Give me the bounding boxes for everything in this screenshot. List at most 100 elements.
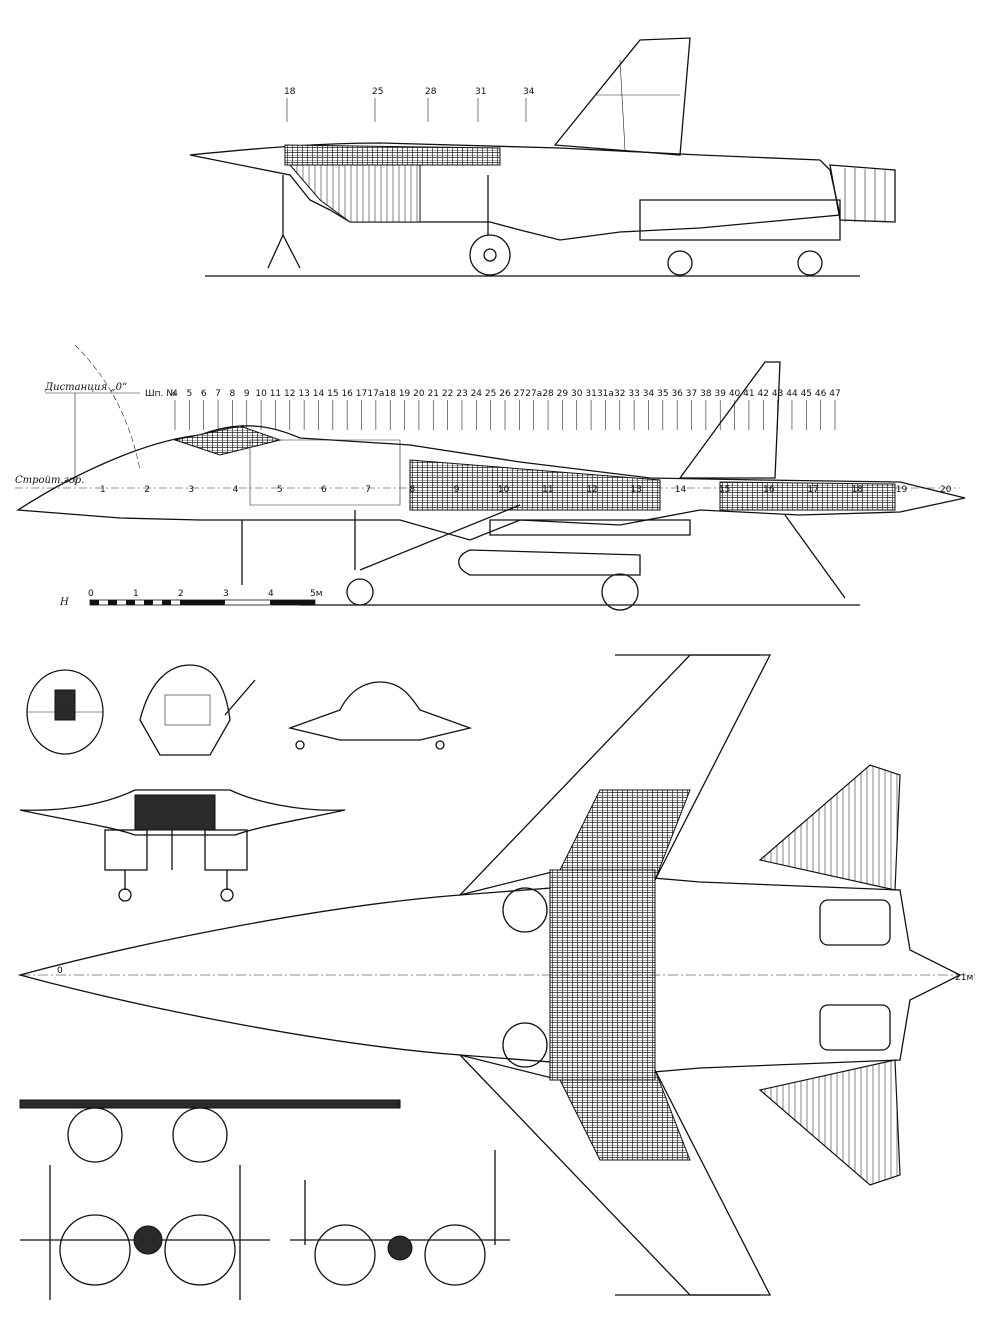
cross-section-1 bbox=[26, 669, 104, 755]
frame-number: 19 bbox=[399, 389, 411, 399]
frame-number: 40 bbox=[729, 389, 741, 399]
nose-support bbox=[267, 175, 301, 269]
vertical-tail-side bbox=[678, 361, 781, 479]
construction-line-label: Стройт.гор. bbox=[15, 475, 84, 486]
upper-wing-tank bbox=[559, 789, 691, 881]
frame-number: 47 bbox=[829, 389, 840, 399]
station-label: 15 bbox=[719, 485, 730, 495]
rear-view-1 bbox=[20, 1165, 270, 1300]
frame-callouts-top: 18 25 28 31 34 bbox=[284, 87, 535, 122]
station-label: 19 bbox=[896, 485, 908, 495]
fuel-tank-section bbox=[409, 459, 661, 511]
lower-horizontal-tail bbox=[758, 1059, 901, 1186]
frame-number: 46 bbox=[815, 389, 827, 399]
scale-tick: 1 bbox=[133, 589, 139, 599]
top-section-view: 18 25 28 31 34 bbox=[189, 37, 896, 277]
scale-mark: Н bbox=[59, 597, 69, 608]
right-intake bbox=[204, 829, 248, 871]
station-label: 17 bbox=[807, 485, 818, 495]
lower-main-wheel bbox=[502, 1022, 548, 1068]
upper-store bbox=[489, 519, 691, 536]
frame-number: 41 bbox=[743, 389, 754, 399]
frame-label: 31 bbox=[475, 87, 486, 97]
frame-number: 32 bbox=[614, 389, 625, 399]
lower-nacelle bbox=[819, 1004, 891, 1051]
main-wheel-side bbox=[601, 573, 639, 611]
datum-label: Дистанция „0“ bbox=[44, 382, 127, 393]
frame-number: 6 bbox=[201, 389, 207, 399]
cross-section-3 bbox=[287, 681, 473, 750]
station-label: 9 bbox=[454, 485, 460, 495]
frame-number: 30 bbox=[571, 389, 583, 399]
frame-number: 27а bbox=[525, 389, 542, 399]
scale-bar: 0 1 2 3 4 5м Н bbox=[59, 589, 323, 608]
frame-number: 33 bbox=[628, 389, 639, 399]
frame-number: 43 bbox=[772, 389, 783, 399]
rear-view-2 bbox=[290, 1150, 510, 1286]
plan-view: 0 21м bbox=[17, 654, 975, 1296]
scale-tick: 5м bbox=[310, 589, 323, 599]
frame-number: 5 bbox=[186, 389, 192, 399]
frame-number: 36 bbox=[671, 389, 683, 399]
upper-main-wheel bbox=[502, 887, 548, 933]
intake-duct bbox=[288, 164, 421, 223]
frame-number: 9 bbox=[244, 389, 250, 399]
station-label: 16 bbox=[763, 485, 775, 495]
frame-number: 15 bbox=[327, 389, 338, 399]
frame-number: 27 bbox=[514, 389, 525, 399]
frame-number: 14 bbox=[313, 389, 325, 399]
frame-number: 23 bbox=[456, 389, 467, 399]
station-label: 1 bbox=[100, 485, 106, 495]
left-intake bbox=[104, 829, 148, 871]
frame-number: 13 bbox=[298, 389, 309, 399]
frame-number: 39 bbox=[714, 389, 726, 399]
frame-number: 28 bbox=[542, 389, 554, 399]
frame-number: 8 bbox=[230, 389, 236, 399]
station-label: 18 bbox=[852, 485, 864, 495]
frame-number: 11 bbox=[270, 389, 281, 399]
main-wheel bbox=[469, 234, 511, 276]
hatched-bay bbox=[284, 144, 501, 166]
frame-number: 12 bbox=[284, 389, 295, 399]
frame-number: 7 bbox=[215, 389, 221, 399]
forward-fuselage bbox=[189, 142, 841, 241]
engine-nozzle bbox=[829, 164, 896, 223]
frame-number: 24 bbox=[471, 389, 483, 399]
station-label: 4 bbox=[233, 485, 239, 495]
frame-number: 34 bbox=[643, 389, 655, 399]
station-label: 7 bbox=[365, 485, 371, 495]
scale-tick: 0 bbox=[88, 589, 94, 599]
frame-number: 20 bbox=[413, 389, 425, 399]
frame-number: 25 bbox=[485, 389, 496, 399]
lower-wing-tank bbox=[559, 1069, 691, 1161]
station-label: 11 bbox=[542, 485, 553, 495]
frame-prefix: Шп. № bbox=[145, 389, 176, 399]
station-label: 8 bbox=[409, 485, 415, 495]
ground-trolley bbox=[639, 199, 841, 241]
scale-tick: 3 bbox=[223, 589, 229, 599]
station-label: 14 bbox=[675, 485, 687, 495]
nose-wheel bbox=[346, 578, 374, 606]
frame-number: 18 bbox=[384, 389, 396, 399]
station-label: 6 bbox=[321, 485, 327, 495]
nose-station-label: 0 bbox=[57, 966, 63, 976]
frame-number: 37 bbox=[686, 389, 697, 399]
station-label: 12 bbox=[586, 485, 597, 495]
frame-number: 31 bbox=[585, 389, 596, 399]
frame-number: 29 bbox=[557, 389, 569, 399]
underwing-store bbox=[458, 549, 641, 576]
station-label: 5 bbox=[277, 485, 283, 495]
wing-front-profile bbox=[19, 789, 346, 836]
station-label: 3 bbox=[188, 485, 194, 495]
fuselage-front-dark bbox=[134, 794, 216, 831]
frame-number: 17 bbox=[356, 389, 367, 399]
frame-number: 45 bbox=[801, 389, 812, 399]
wing-rear-section bbox=[19, 1099, 401, 1109]
frame-number: 10 bbox=[255, 389, 267, 399]
tail-station-label: 21м bbox=[955, 973, 973, 983]
frame-number: 4 bbox=[172, 389, 178, 399]
vertical-tail bbox=[553, 37, 691, 156]
